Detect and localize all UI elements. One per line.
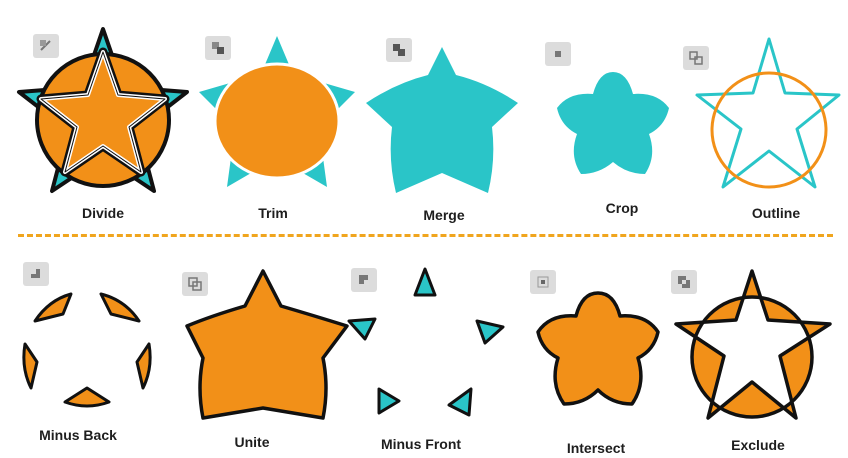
crop-icon[interactable] [545, 42, 571, 66]
exclude-shape [674, 269, 832, 420]
unite-icon[interactable] [182, 272, 208, 296]
trim-shape [199, 36, 355, 187]
merge-shape [366, 47, 518, 193]
unite-shape [185, 269, 349, 420]
intersect-shape [536, 291, 660, 406]
crop-label: Crop [605, 200, 639, 216]
outline-icon[interactable] [683, 46, 709, 70]
minus-back-shape [22, 292, 152, 408]
merge-icon-glyph [393, 44, 405, 56]
exclude-icon-glyph [678, 276, 690, 288]
merge-label: Merge [423, 207, 465, 223]
outline-shape [695, 37, 841, 189]
minus-back-icon[interactable] [23, 262, 49, 286]
unite-label: Unite [234, 434, 270, 450]
exclude-icon[interactable] [671, 270, 697, 294]
crop-shape [557, 72, 669, 174]
trim-icon-glyph [212, 42, 224, 54]
unite-icon-glyph [188, 277, 202, 291]
minus-front-shape [347, 267, 505, 417]
minus-front-icon[interactable] [351, 268, 377, 292]
intersect-label: Intersect [566, 440, 626, 456]
minus-front-label: Minus Front [380, 436, 462, 452]
intersect-icon-glyph [537, 276, 549, 288]
divide-icon-glyph [40, 40, 51, 51]
divide-shape [17, 27, 189, 193]
exclude-label: Exclude [731, 437, 785, 453]
minus-front-icon-glyph [359, 275, 369, 285]
outline-label: Outline [751, 205, 801, 221]
minus-back-label: Minus Back [39, 427, 117, 443]
trim-icon[interactable] [205, 36, 231, 60]
intersect-icon[interactable] [530, 270, 556, 294]
crop-icon-glyph [555, 51, 561, 57]
outline-icon-glyph [689, 51, 703, 65]
divide-icon[interactable] [33, 34, 59, 58]
dashed-divider [18, 234, 833, 237]
trim-label: Trim [258, 205, 288, 221]
divide-label: Divide [81, 205, 125, 221]
merge-icon[interactable] [386, 38, 412, 62]
minus-back-icon-glyph [31, 269, 40, 278]
